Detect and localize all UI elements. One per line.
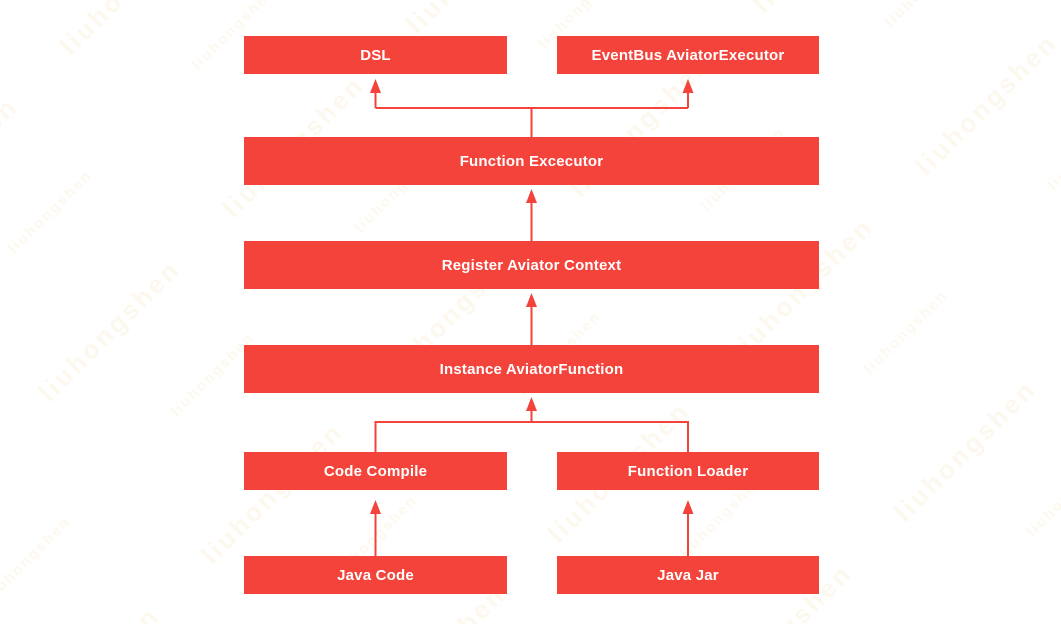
node-java-code: Java Code bbox=[244, 556, 507, 594]
connector-instance-to-register bbox=[526, 293, 537, 345]
node-label: Function Loader bbox=[627, 462, 749, 480]
node-code-compile: Code Compile bbox=[244, 452, 507, 490]
connector-executor-to-dsl-and-eventbus bbox=[370, 79, 694, 137]
connector-compile-and-loader-to-instance bbox=[374, 397, 689, 452]
arrowhead-up-icon bbox=[526, 397, 537, 411]
node-label: EventBus AviatorExecutor bbox=[591, 46, 785, 64]
node-java-jar: Java Jar bbox=[557, 556, 819, 594]
node-label: Register Aviator Context bbox=[441, 256, 622, 274]
node-label: Java Code bbox=[337, 566, 414, 584]
node-function-loader: Function Loader bbox=[557, 452, 819, 490]
node-label: Function Excecutor bbox=[459, 152, 604, 170]
node-instance-aviator-function: Instance AviatorFunction bbox=[244, 345, 819, 393]
connector-register-to-executor bbox=[526, 189, 537, 241]
node-label: DSL bbox=[360, 46, 391, 64]
arrowhead-up-icon bbox=[526, 293, 537, 307]
node-label: Instance AviatorFunction bbox=[439, 360, 624, 378]
node-register-aviator-context: Register Aviator Context bbox=[244, 241, 819, 289]
connector-javacode-to-compile bbox=[370, 500, 381, 556]
arrowhead-up-icon bbox=[682, 500, 694, 514]
node-function-executor: Function Excecutor bbox=[244, 137, 819, 185]
node-label: Code Compile bbox=[323, 462, 428, 480]
node-dsl: DSL bbox=[244, 36, 507, 74]
arrowhead-up-icon bbox=[682, 79, 694, 93]
arrowhead-up-icon bbox=[526, 189, 537, 203]
connector-javajar-to-loader bbox=[682, 500, 694, 556]
node-label: Java Jar bbox=[657, 566, 719, 584]
node-eventbus-aviator-executor: EventBus AviatorExecutor bbox=[557, 36, 819, 74]
arrowhead-up-icon bbox=[370, 500, 381, 514]
arrowhead-up-icon bbox=[370, 79, 381, 93]
